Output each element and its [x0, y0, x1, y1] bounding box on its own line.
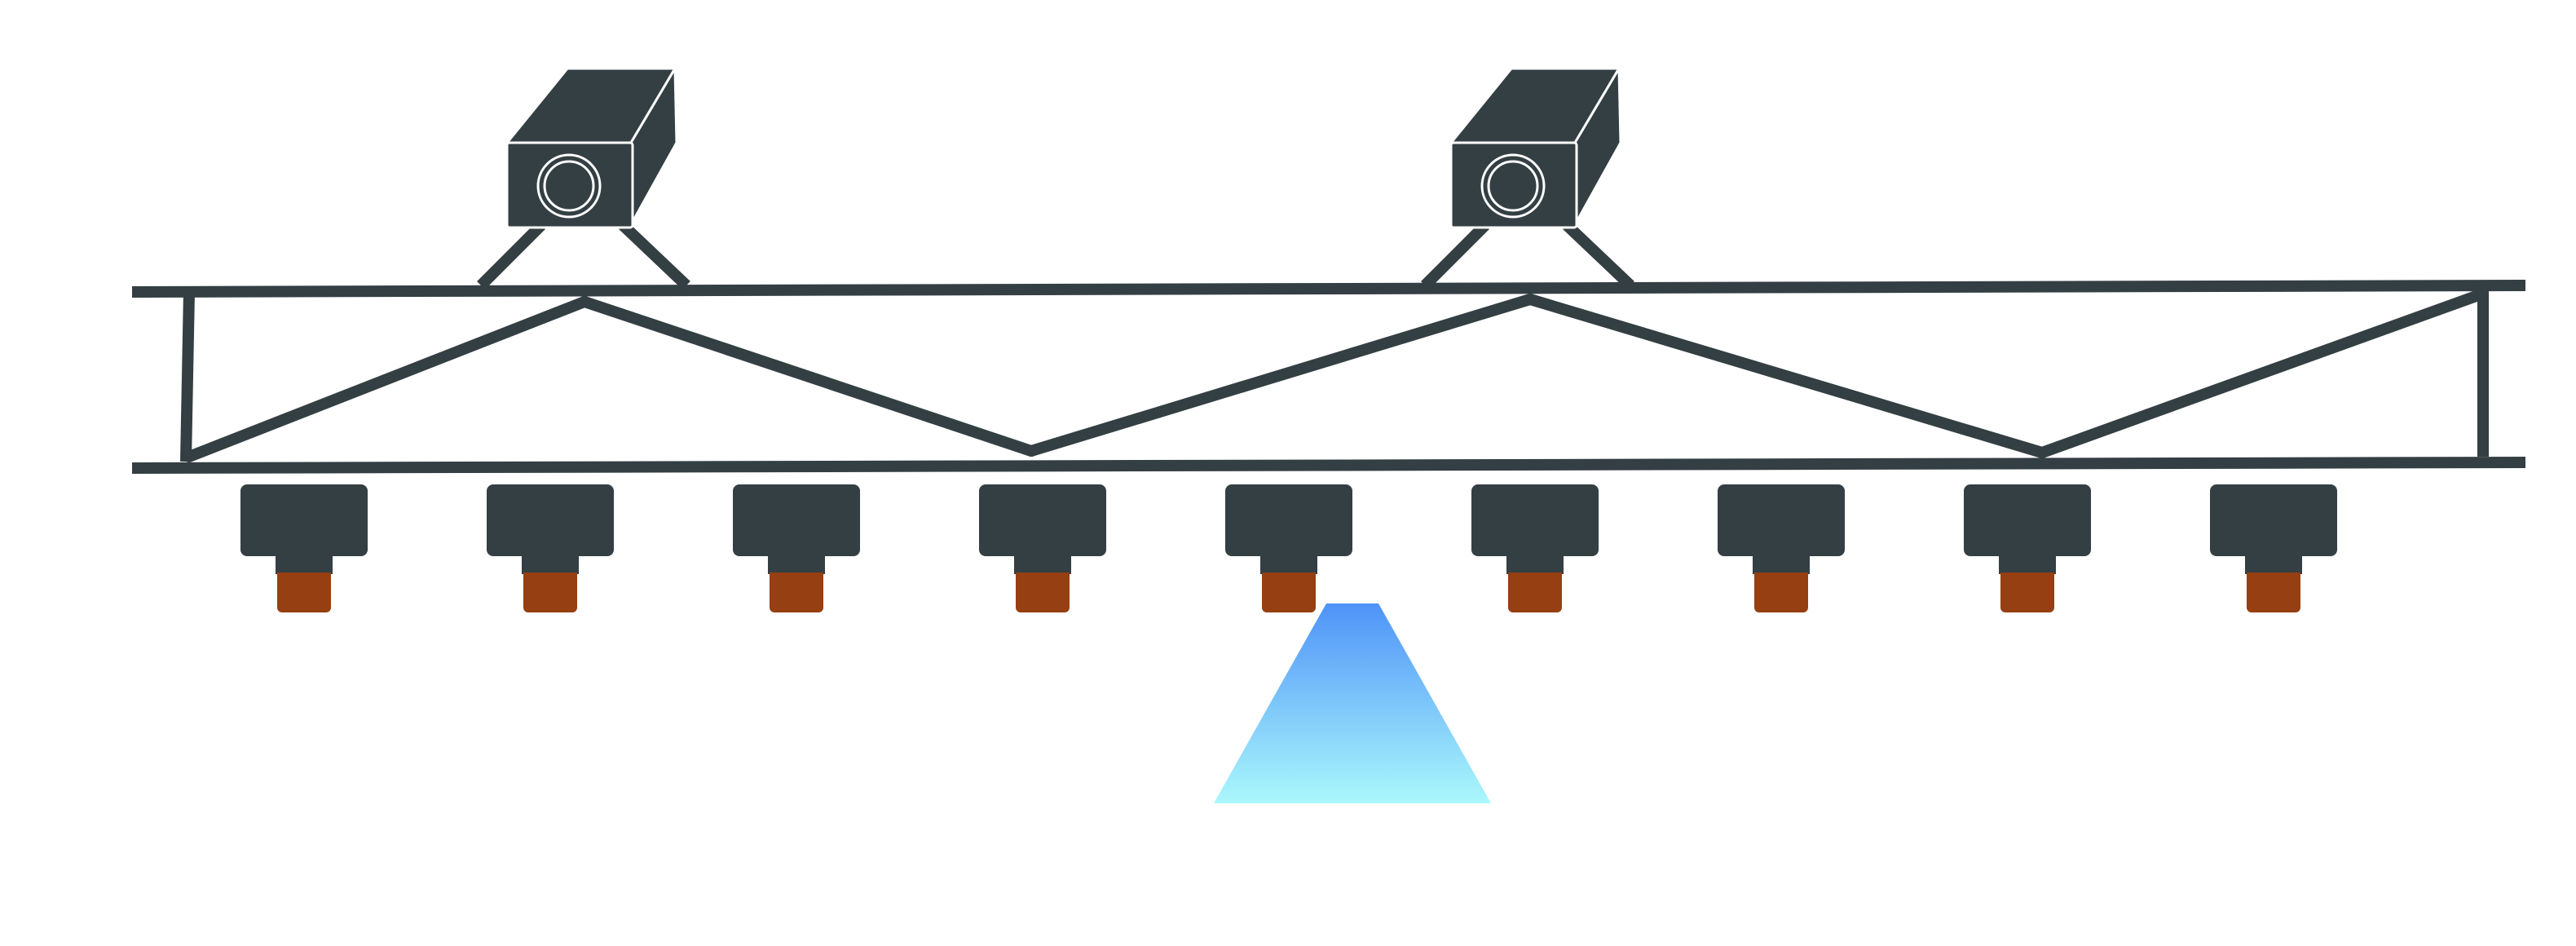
nozzle-body [1964, 484, 2091, 556]
camera-icon [1421, 64, 1634, 290]
boom-truss-frame [131, 280, 2526, 474]
top-chord [131, 280, 2526, 298]
truss-diagonal [183, 296, 590, 462]
spray-nozzle-icon [2210, 484, 2337, 612]
nozzle-tip [1508, 572, 1562, 612]
nozzle-tip [770, 572, 823, 612]
camera-mount-leg [1563, 220, 1634, 290]
nozzle-tip-cap [2000, 572, 2054, 581]
truss-diagonal [1524, 294, 2048, 458]
spray-nozzle-icon [1718, 484, 1845, 612]
spray-nozzle-icon [733, 484, 860, 612]
nozzle-row [240, 484, 2337, 612]
spray-cone [1214, 603, 1491, 803]
left-end-post [180, 291, 195, 462]
truss-diagonal [2036, 288, 2489, 458]
nozzle-tip-cap [2247, 572, 2300, 581]
camera-mount-leg [619, 220, 690, 290]
camera-row [477, 64, 1634, 290]
nozzle-body [487, 484, 614, 556]
camera-mount-leg [1421, 221, 1489, 290]
nozzle-tip-cap [277, 572, 331, 581]
nozzle-tip-cap [1016, 572, 1070, 581]
nozzle-neck [1999, 551, 2056, 574]
nozzle-tip [1016, 572, 1070, 612]
nozzle-neck [1753, 551, 1810, 574]
nozzle-neck [276, 551, 333, 574]
camera-lens [1487, 160, 1539, 212]
nozzle-neck [1014, 551, 1071, 574]
bottom-chord [131, 457, 2526, 474]
nozzle-tip [1754, 572, 1808, 612]
truss-diagonal [1026, 294, 1536, 457]
nozzle-body [1718, 484, 1845, 556]
nozzle-body [2210, 484, 2337, 556]
nozzle-tip [523, 572, 577, 612]
nozzle-neck [1260, 551, 1317, 574]
nozzle-tip-cap [523, 572, 577, 581]
nozzle-tip [2247, 572, 2300, 612]
nozzle-tip [2000, 572, 2054, 612]
camera-lens [543, 160, 595, 212]
spray-nozzle-icon [487, 484, 614, 612]
nozzle-tip-cap [770, 572, 823, 581]
spray-group [1214, 603, 1491, 803]
nozzle-tip-cap [1262, 572, 1316, 581]
spray-nozzle-icon [1964, 484, 2091, 612]
truss-diagonal [579, 296, 1037, 457]
spray-nozzle-icon [1225, 484, 1352, 612]
nozzle-body [733, 484, 860, 556]
nozzle-tip [1262, 572, 1316, 612]
camera-mount-leg [477, 221, 545, 290]
nozzle-body [1471, 484, 1599, 556]
spray-nozzle-icon [240, 484, 368, 612]
nozzle-tip-cap [1754, 572, 1808, 581]
nozzle-neck [1506, 551, 1564, 574]
nozzle-neck [522, 551, 579, 574]
camera-lens-ring [1480, 153, 1546, 219]
camera-lens-ring [536, 153, 602, 219]
spray-nozzle-icon [979, 484, 1106, 612]
nozzle-body [240, 484, 368, 556]
nozzle-body [979, 484, 1106, 556]
camera-icon [477, 64, 690, 290]
nozzle-tip-cap [1508, 572, 1562, 581]
nozzle-tip [277, 572, 331, 612]
nozzle-neck [2245, 551, 2302, 574]
nozzle-neck [768, 551, 825, 574]
nozzle-body [1225, 484, 1352, 556]
spray-nozzle-icon [1471, 484, 1599, 612]
